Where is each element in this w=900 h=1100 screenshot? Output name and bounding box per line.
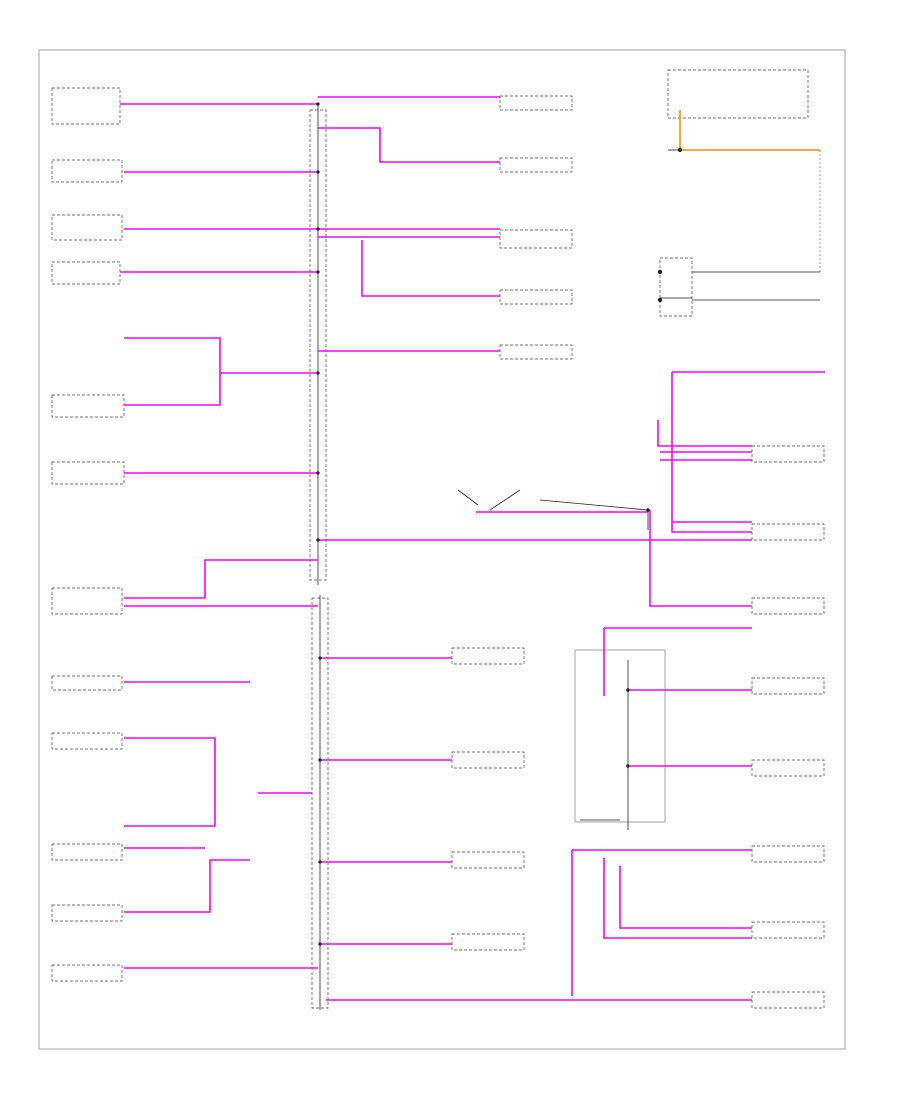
- thin-leads: [457, 149, 821, 830]
- junction-dots: [316, 102, 682, 946]
- left-connector-blocks: [51, 87, 125, 982]
- wires: [120, 96, 825, 1001]
- diagram-frame: [38, 49, 846, 1050]
- central-bus-lower: [311, 595, 329, 1010]
- highlight-wire: [679, 110, 820, 151]
- right-connector-blocks: [451, 69, 825, 1009]
- central-bus-upper: [309, 105, 327, 585]
